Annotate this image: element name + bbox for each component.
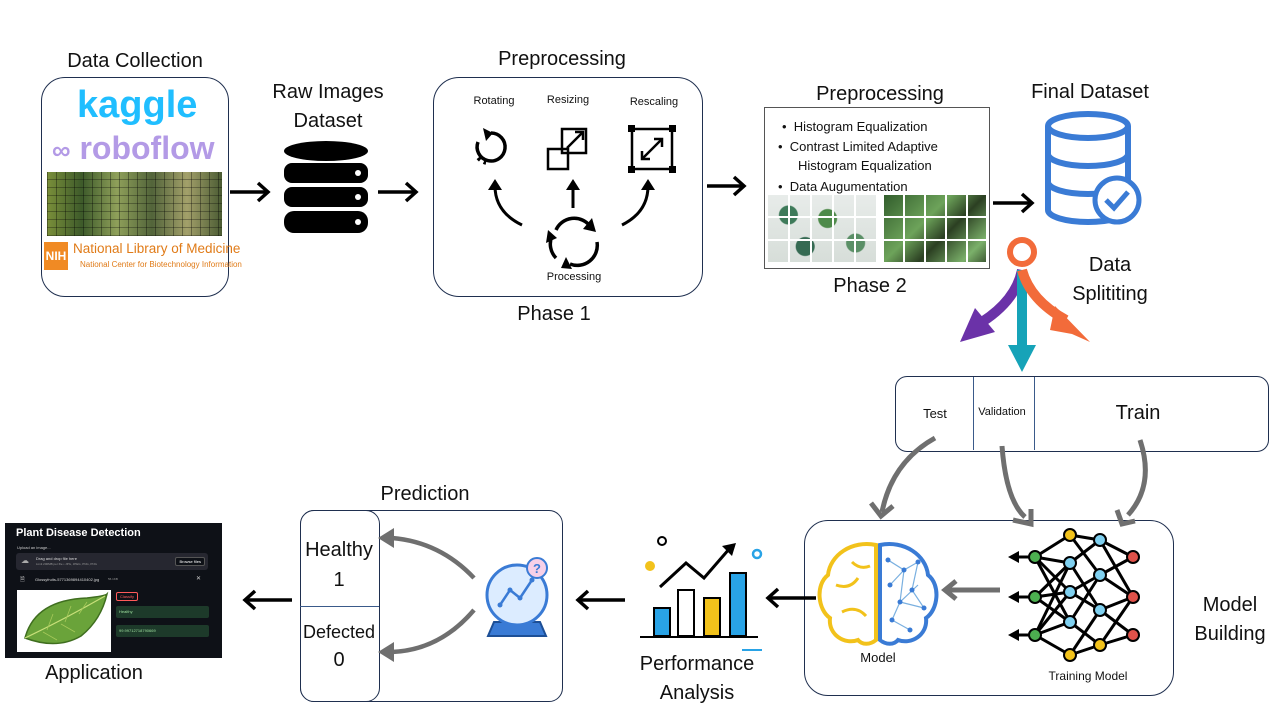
uploaded-leaf-image: [17, 590, 111, 652]
augmented-samples-left: [766, 194, 878, 264]
ncbi-text: National Center for Biotechnology Inform…: [80, 260, 242, 269]
bullet-item: • Histogram Equalization: [782, 119, 928, 134]
healthy-value: 1: [333, 569, 345, 591]
rotating-label: Rotating: [473, 95, 515, 107]
cloud-upload-icon: ☁: [21, 556, 29, 565]
preprocessing2-title: Preprocessing: [816, 83, 944, 105]
app-upload-label: Upload an image...: [17, 545, 51, 550]
app-classify-button[interactable]: Classify: [116, 592, 139, 601]
phase2-label: Phase 2: [833, 275, 907, 297]
performance-title: Performance Analysis: [630, 650, 764, 708]
app-remove-file-icon[interactable]: ✕: [196, 576, 202, 582]
brain-icon: [817, 542, 939, 646]
model-building-box: [804, 520, 1174, 696]
augmented-samples-grid: [766, 194, 986, 264]
bullet-item-cont: Histogram Equalization: [798, 158, 932, 173]
splitting-line1: Data: [1088, 254, 1132, 276]
app-limit-text: Limit 200MB per file • JPG, JPEG, PNG, P…: [36, 562, 97, 566]
rescale-icon: [630, 127, 674, 171]
svg-text:?: ?: [533, 561, 541, 576]
split-train: Train: [1115, 402, 1161, 424]
app-file-size: 56.1KB: [108, 577, 118, 581]
split-box: [895, 376, 1269, 452]
nlm-text: National Library of Medicine: [73, 241, 241, 256]
leaf-dataset-mosaic: [47, 172, 222, 236]
performance-line1: Performance: [639, 653, 755, 675]
app-confidence-box: 99.99712718790669: [116, 625, 209, 637]
crystal-ball-icon: ?: [485, 557, 549, 637]
roboflow-mark-icon: ∞: [52, 135, 71, 165]
raw-dataset-line1: Raw Images: [272, 81, 384, 103]
split-divider-1: [973, 377, 974, 450]
app-dropzone[interactable]: ☁ Drag and drop file here Limit 200MB pe…: [16, 553, 208, 570]
phase1-label: Phase 1: [517, 303, 591, 325]
augmented-samples-right: [882, 194, 986, 264]
preprocessing2-list: • Histogram Equalization • Contrast Limi…: [778, 117, 938, 199]
defected-value: 0: [333, 649, 345, 671]
defected-label: Defected: [302, 622, 376, 642]
app-file-name: Glossyfruits-5771369894410402.jpg: [35, 577, 100, 582]
data-collection-title: Data Collection: [67, 50, 203, 72]
raw-dataset-title: Raw Images Dataset: [262, 78, 394, 136]
split-validation: Validation: [978, 406, 1026, 418]
training-model-label: Training Model: [1048, 669, 1128, 683]
model-building-line2: Building: [1194, 623, 1266, 645]
processing-label: Processing: [546, 271, 602, 283]
final-dataset-title: Final Dataset: [1031, 81, 1149, 103]
kaggle-logo: kaggle: [77, 84, 198, 126]
performance-line2: Analysis: [659, 682, 735, 704]
nih-badge: NIH: [44, 242, 68, 270]
application-label: Application: [45, 662, 143, 684]
app-drop-text: Drag and drop file here: [36, 556, 77, 561]
model-building-line1: Model: [1202, 594, 1258, 616]
split-divider-2: [1034, 377, 1035, 450]
application-screenshot: Plant Disease Detection Upload an image.…: [5, 523, 222, 658]
file-icon: 🗎: [20, 577, 25, 583]
bullet-item: • Data Augumentation: [778, 179, 908, 194]
split-test: Test: [923, 406, 947, 421]
healthy-label: Healthy: [305, 539, 373, 561]
rotate-icon: [475, 131, 507, 165]
prediction-title: Prediction: [380, 483, 470, 505]
preprocessing1-title: Preprocessing: [498, 48, 626, 70]
data-splitting-title: Data Splititing: [1060, 251, 1160, 309]
app-browse-button[interactable]: Browse files: [175, 557, 205, 566]
raw-dataset-line2: Dataset: [293, 110, 363, 132]
nih-logo: NIH National Library of Medicine Nationa…: [44, 240, 242, 274]
model-label: Model: [860, 650, 896, 665]
app-title: Plant Disease Detection: [16, 527, 141, 539]
resize-icon: [546, 127, 588, 171]
prediction-divider: [300, 606, 379, 607]
bullet-item: • Contrast Limited Adaptive: [778, 139, 938, 154]
roboflow-text: roboflow: [79, 130, 215, 166]
splitting-line2: Splititing: [1072, 283, 1148, 305]
rescaling-label: Rescaling: [629, 96, 679, 108]
app-result-box: Healthy: [116, 606, 209, 618]
resizing-label: Resizing: [546, 94, 590, 106]
model-building-title: Model Building: [1180, 591, 1280, 649]
roboflow-logo: ∞ roboflow: [52, 130, 215, 167]
